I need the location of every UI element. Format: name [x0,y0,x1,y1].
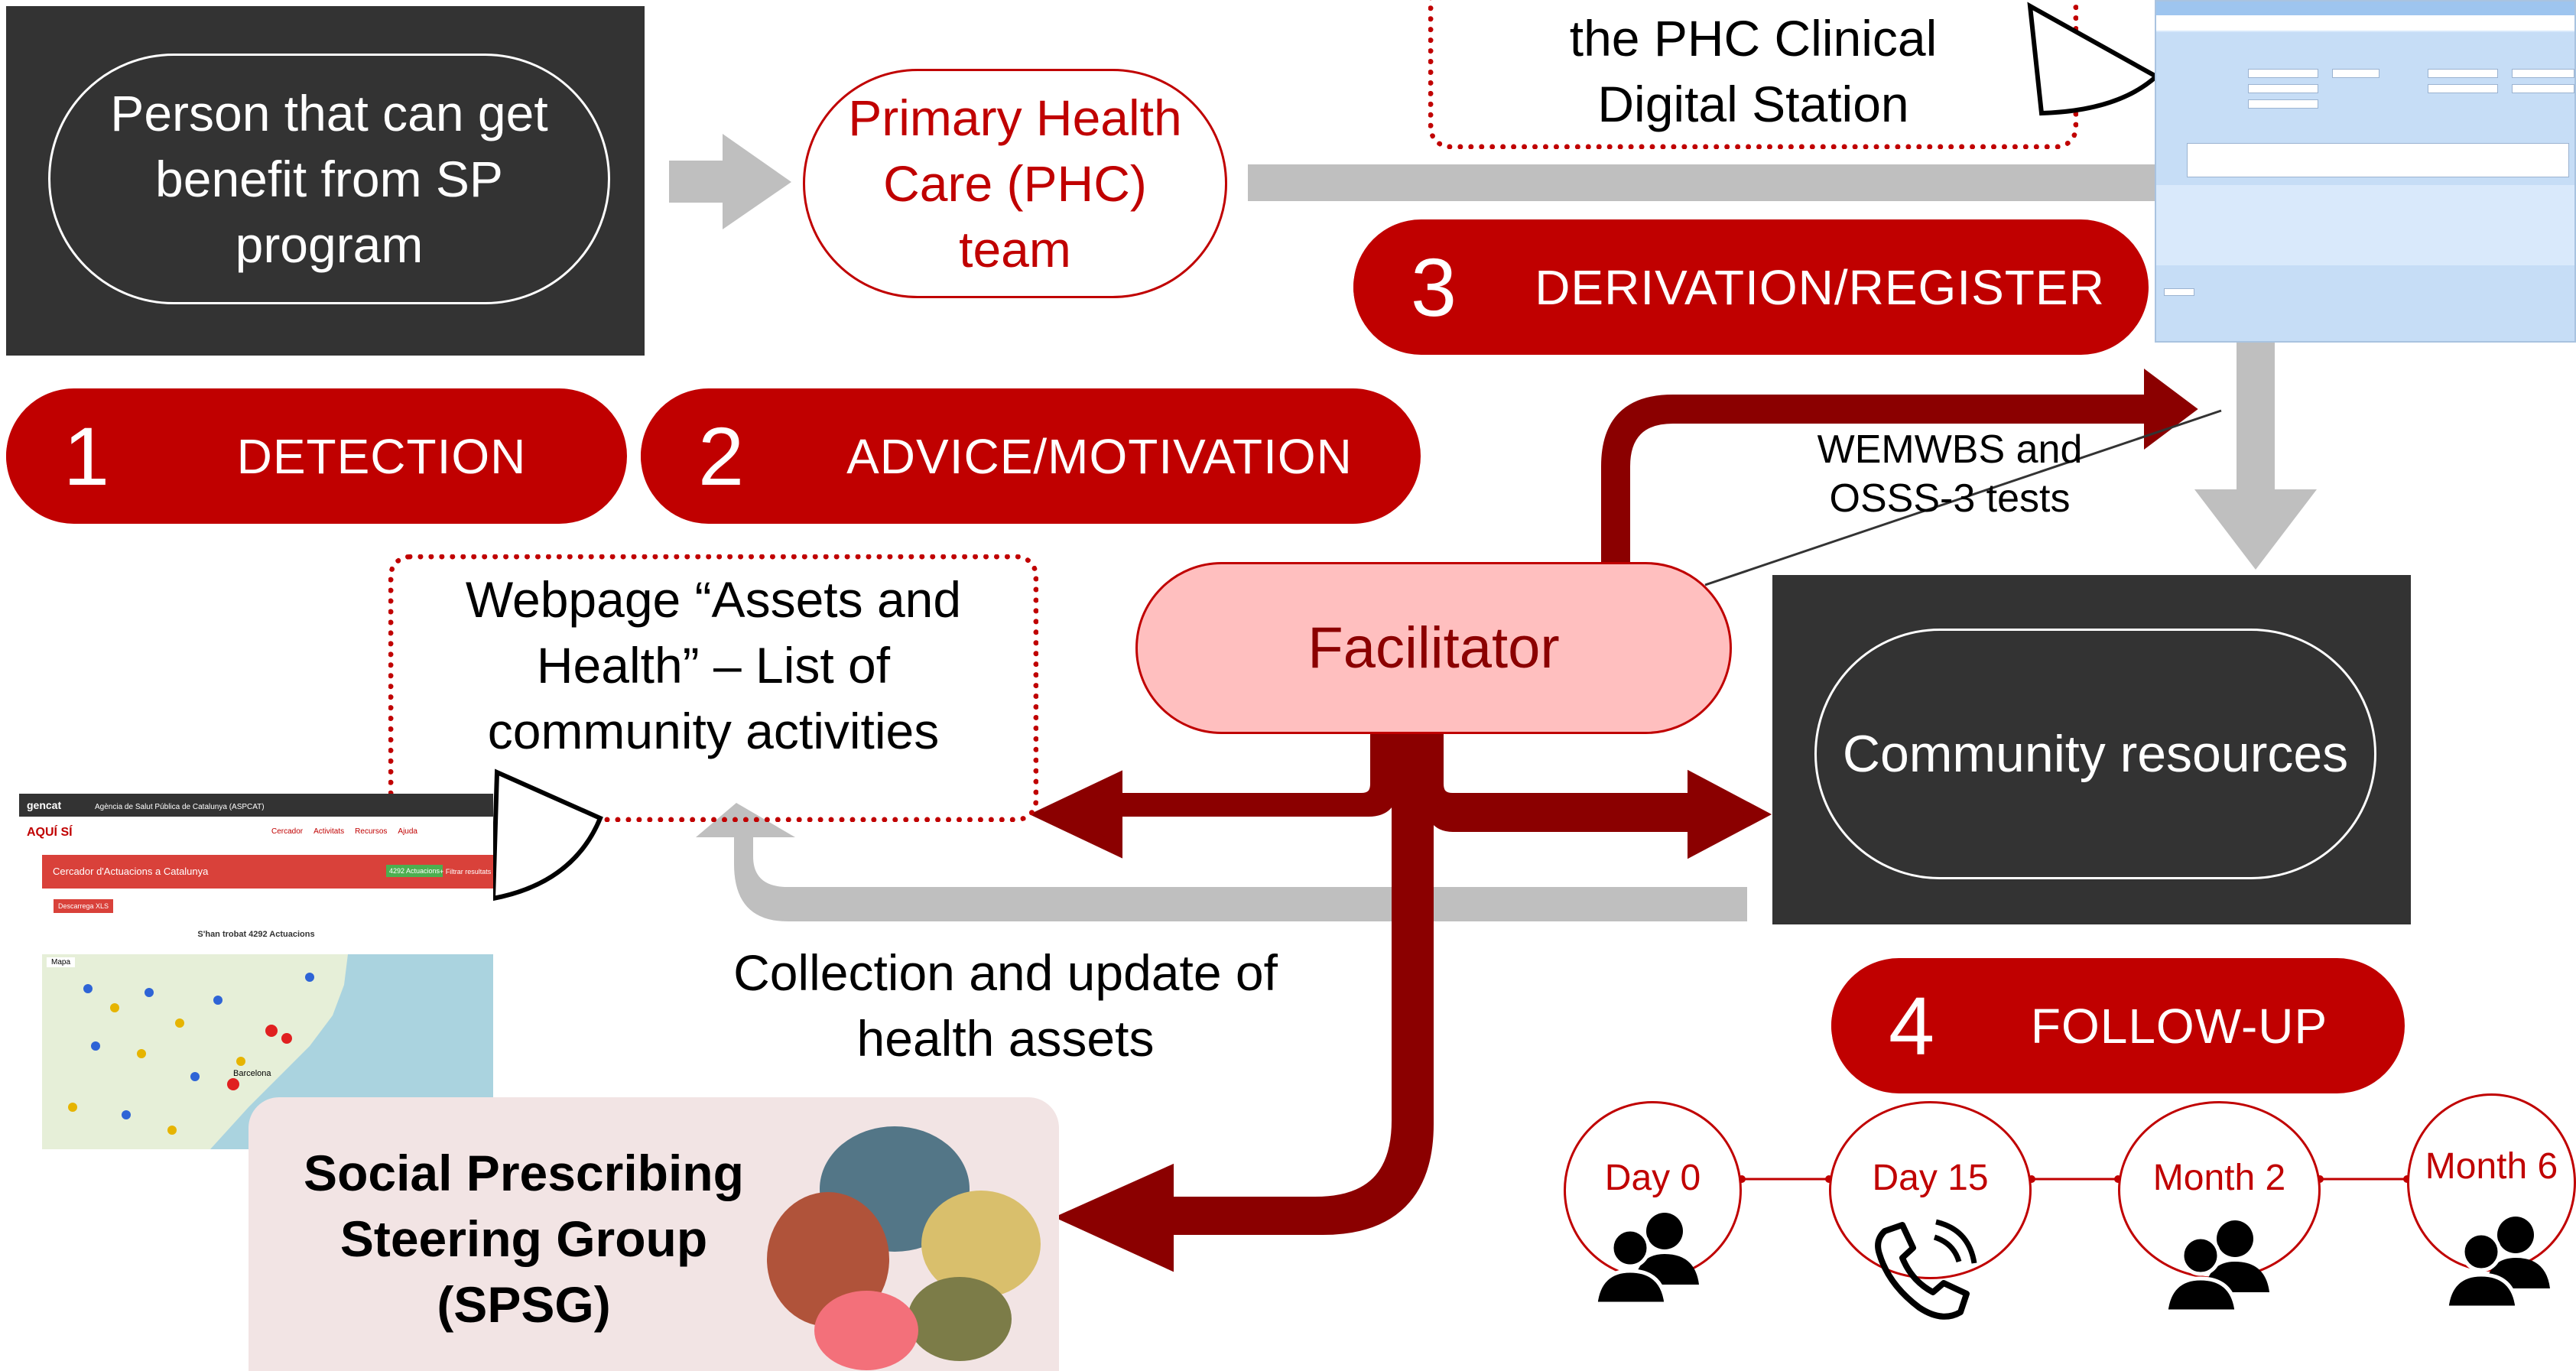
scr-field-7 [2512,69,2574,78]
step-3-number: 3 [1353,219,1514,355]
web-download-button[interactable]: Descarrega XLS [54,899,114,913]
web-map: Mapa Barcelona [42,954,493,1149]
tests-annotation: WEMWBS and OSSS-3 tests [1782,424,2118,524]
step-4-tag: 4 FOLLOW-UP [1831,958,2405,1093]
followup-day15: Day 15 [1829,1101,2032,1279]
step-2-tag: 2 ADVICE/MOTIVATION [641,388,1421,524]
scr-lower-field [2164,288,2194,296]
step-2-label: ADVICE/MOTIVATION [846,428,1353,484]
tests-label: WEMWBS and OSSS-3 tests [1817,427,2083,521]
step-4-number: 4 [1831,958,1992,1093]
step-4-label: FOLLOW-UP [2030,998,2328,1054]
scr-field-2 [2248,84,2318,93]
step-3-label: DERIVATION/REGISTER [1535,259,2105,315]
followup-month2-label: Month 2 [2152,1158,2286,1198]
spsg-circles [767,1126,1041,1370]
followup-month6-label: Month 6 [2425,1146,2558,1187]
scr-field-8 [2512,84,2574,93]
person-box: Person that can get benefit from SP prog… [6,6,645,356]
digital-station-callout: the PHC Clinical Digital Station [1428,0,2078,149]
followup-day0: Day 0 [1564,1101,1742,1279]
web-found-text: S'han trobat 4292 Actuacions [197,930,315,939]
web-map-tab[interactable]: Mapa [47,957,76,967]
spsg-circle-olive [908,1277,1012,1361]
web-nav-activitats[interactable]: Activitats [313,827,345,836]
people-icon [2444,1217,2550,1310]
followup-day15-label: Day 15 [1872,1158,1989,1198]
followup-month6: Month 6 [2407,1093,2576,1272]
web-nav-recursos[interactable]: Recursos [355,827,388,836]
arrow-facilitator-to-community [1424,728,1772,859]
spsg-circle-pink [814,1291,918,1370]
web-agency: Agència de Salut Pública de Catalunya (A… [95,803,265,811]
person-label: Person that can get benefit from SP prog… [110,85,548,273]
people-icon [2164,1220,2269,1314]
scr-field-6 [2428,84,2498,93]
arrow-facilitator-to-spsg [1054,723,1434,1272]
step-1-label: DETECTION [236,428,527,484]
arrow-person-to-phc [669,134,791,229]
scr-field-4 [2332,69,2379,78]
web-search-title: Cercador d'Actuacions a Catalunya [53,866,209,877]
person-pill: Person that can get benefit from SP prog… [48,54,610,304]
arrow-facilitator-to-webpage [1029,728,1398,859]
web-filter-link[interactable]: + Filtrar resultats [440,868,492,876]
phc-team-label: Primary Health Care (PHC) team [848,89,1182,278]
map-markers [68,973,314,1135]
scr-field-1 [2248,69,2318,78]
step-1-number: 1 [6,388,167,524]
bar-phc-to-station [1248,164,2159,201]
facilitator-node: Facilitator [1135,562,1732,734]
community-resources-label: Community resources [1842,725,2349,783]
scr-lower-panel [2156,265,2574,341]
clinical-station-screenshot [2155,0,2576,343]
facilitator-label: Facilitator [1307,616,1560,681]
webpage-callout: Webpage “Assets and Health” – List of co… [388,554,1038,822]
people-icon [1593,1213,1699,1306]
digital-station-label: the PHC Clinical Digital Station [1569,9,1938,132]
web-nav-ajuda[interactable]: Ajuda [398,827,417,836]
spsg-node: Social Prescribing Steering Group (SPSG) [249,1097,1059,1371]
web-topbar: gencat Agència de Salut Pública de Catal… [19,794,493,817]
scr-top-band [2156,15,2574,31]
arrowhead-station-down [2194,489,2317,570]
step-3-tag: 3 DERIVATION/REGISTER [1353,219,2149,355]
web-site-name: AQUÍ SÍ [27,826,73,839]
scr-field-3 [2248,99,2318,109]
web-nav: Cercador Activitats Recursos Ajuda [271,827,417,836]
phone-icon [1875,1219,1977,1320]
phc-team-node: Primary Health Care (PHC) team [803,69,1227,298]
step-1-tag: 1 DETECTION [6,388,627,524]
spsg-circle-yellow [921,1191,1041,1298]
web-nav-cercador[interactable]: Cercador [271,827,304,836]
web-brand: gencat [27,799,62,811]
arrow-community-to-webpage [696,803,1747,921]
webpage-label: Webpage “Assets and Health” – List of co… [465,571,962,759]
bar-station-down [2237,343,2275,503]
web-count-badge: 4292 Actuacions [386,865,443,877]
community-resources-box: Community resources [1772,575,2411,924]
magnifier-pointer-webpage [490,768,603,902]
scr-field-5 [2428,69,2498,78]
collection-annotation: Collection and update of health assets [711,937,1300,1074]
web-site-logo: AQUÍ SÍ [27,826,73,840]
arrow-facilitator-up-to-register [1601,369,2198,565]
scr-header-bar [2156,2,2574,15]
community-resources-pill: Community resources [1814,629,2376,879]
web-search-bar: Cercador d'Actuacions a Catalunya 4292 A… [42,855,493,889]
collection-label: Collection and update of health assets [733,944,1278,1067]
line-tests [1704,409,2222,586]
step-2-number: 2 [641,388,801,524]
spsg-text-box: Social Prescribing Steering Group (SPSG) [279,1143,768,1334]
assets-webpage-screenshot: gencat Agència de Salut Pública de Catal… [19,794,493,1149]
web-map-city: Barcelona [233,1069,271,1078]
web-map-graphic [42,954,348,1149]
magnifier-pointer-station [2027,2,2161,116]
spsg-label: Social Prescribing Steering Group (SPSG) [304,1145,744,1333]
followup-day0-label: Day 0 [1604,1158,1701,1198]
scr-textarea [2187,143,2569,177]
